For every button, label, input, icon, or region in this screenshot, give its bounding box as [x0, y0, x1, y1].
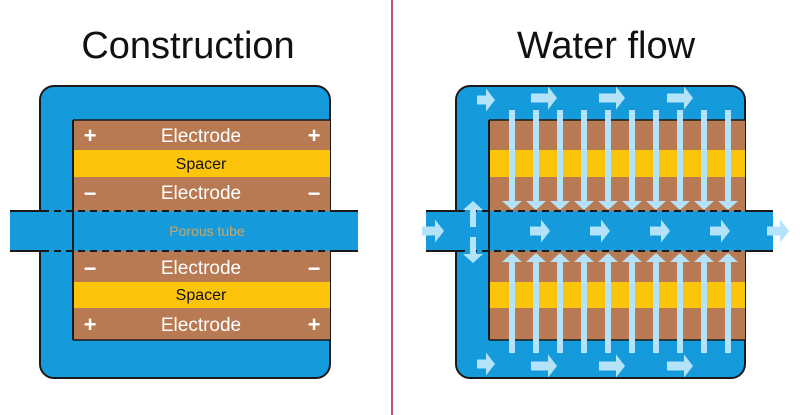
flow-arrows — [422, 86, 789, 378]
electrode-layer-1 — [73, 120, 330, 150]
flow-arrow-icon — [667, 354, 693, 378]
sign-left-3: − — [84, 256, 97, 281]
flow-arrow-icon — [667, 86, 693, 110]
flow-arrow-icon — [531, 86, 557, 110]
flow-arrow-icon — [502, 110, 522, 210]
flow-arrow-icon — [622, 253, 642, 353]
flow-arrow-icon — [599, 86, 625, 110]
flow-arrow-icon — [526, 253, 546, 353]
flow-arrow-icon — [646, 110, 666, 210]
flow-arrow-icon — [622, 110, 642, 210]
flow-arrow-icon — [422, 219, 444, 243]
flow-arrow-icon — [463, 201, 483, 227]
flow-arrow-icon — [477, 88, 495, 112]
sign-right-3: − — [308, 256, 321, 281]
sign-left-1: + — [84, 123, 97, 148]
flow-arrow-icon — [694, 253, 714, 353]
sign-right-1: + — [308, 123, 321, 148]
flow-arrow-icon — [574, 253, 594, 353]
sign-right-4: + — [308, 312, 321, 337]
flow-arrow-icon — [718, 253, 738, 353]
outlet-pipe — [326, 211, 358, 251]
construction-title: Construction — [81, 25, 294, 67]
flow-arrow-icon — [590, 219, 610, 243]
porous-tube-label: Porous tube — [169, 223, 245, 239]
flow-arrow-icon — [598, 110, 618, 210]
sign-left-2: − — [84, 181, 97, 206]
flow-arrow-icon — [531, 354, 557, 378]
flow-arrow-icon — [650, 219, 670, 243]
construction-panel: Construction + Electrode + Spacer − Elec… — [10, 25, 358, 379]
water-flow-title: Water flow — [517, 25, 696, 67]
flow-arrow-icon — [550, 253, 570, 353]
flow-arrow-icon — [767, 219, 789, 243]
flow-arrow-icon — [670, 110, 690, 210]
water-flow-panel: Water flow — [422, 25, 789, 379]
electrode-layer-4 — [73, 308, 330, 340]
inlet-pipe — [10, 211, 42, 251]
flow-arrow-icon — [710, 219, 730, 243]
flow-arrow-icon — [574, 110, 594, 210]
sign-left-4: + — [84, 312, 97, 337]
spacer-layer-2 — [73, 282, 330, 308]
electrode-label-3: Electrode — [161, 258, 241, 279]
electrode-label-1: Electrode — [161, 126, 241, 147]
panel-divider — [391, 0, 393, 415]
flow-arrow-icon — [718, 110, 738, 210]
electrode-layer-2 — [73, 177, 330, 211]
sign-right-2: − — [308, 181, 321, 206]
flow-arrow-icon — [599, 354, 625, 378]
porous-tube — [73, 211, 330, 251]
flow-arrow-icon — [463, 237, 483, 263]
flow-arrow-icon — [646, 253, 666, 353]
flow-arrow-icon — [598, 253, 618, 353]
flow-arrow-icon — [530, 219, 550, 243]
spacer-layer-1 — [73, 150, 330, 177]
flow-arrow-icon — [550, 110, 570, 210]
spacer-label-1: Spacer — [176, 156, 227, 173]
electrode-label-4: Electrode — [161, 315, 241, 336]
flow-arrow-icon — [526, 110, 546, 210]
flow-arrow-icon — [694, 110, 714, 210]
electrode-layer-3 — [73, 251, 330, 282]
flow-arrow-icon — [502, 253, 522, 353]
electrode-label-2: Electrode — [161, 183, 241, 204]
flow-arrow-icon — [670, 253, 690, 353]
flow-arrow-icon — [477, 352, 495, 376]
spacer-label-2: Spacer — [176, 287, 227, 304]
